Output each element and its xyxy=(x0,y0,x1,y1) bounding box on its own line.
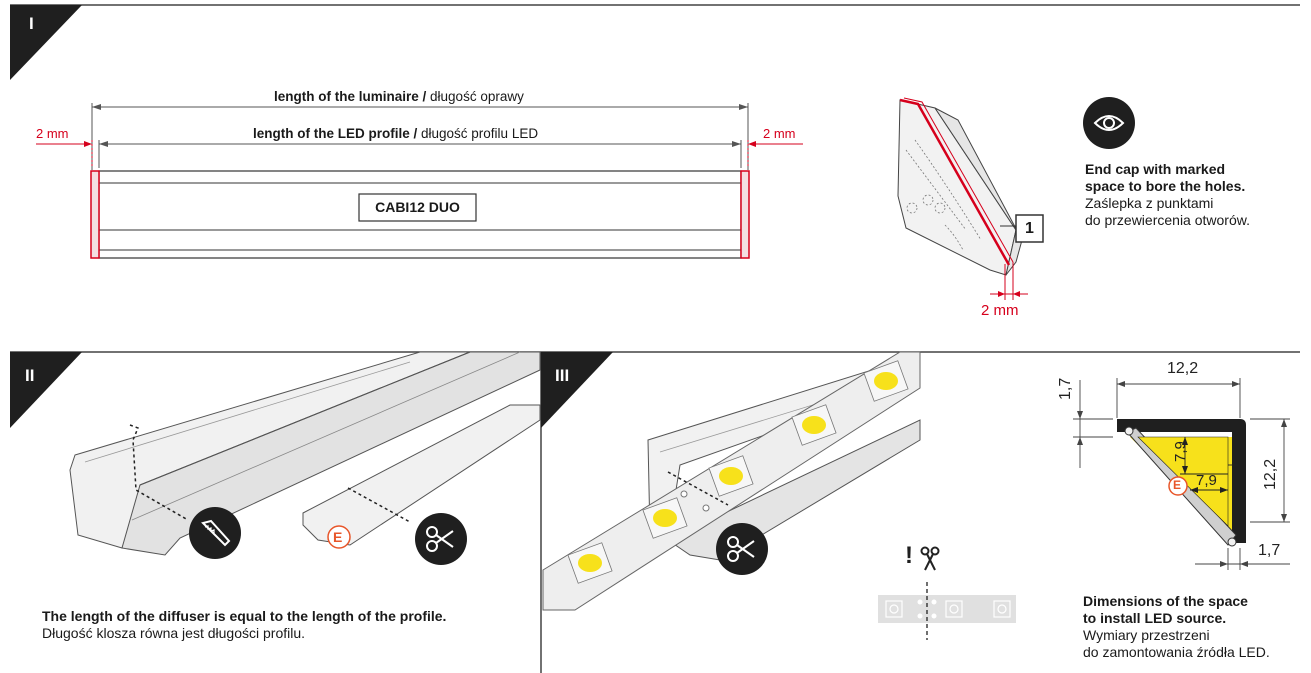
luminaire-length-label: length of the luminaire / długość oprawy xyxy=(274,89,524,104)
end-cap-left xyxy=(90,170,100,259)
product-name: CABI12 DUO xyxy=(375,199,460,215)
section-tab-iii xyxy=(541,352,613,428)
e-marker-iii: E xyxy=(1173,478,1182,492)
section-tab-i xyxy=(10,5,82,80)
scissors-icon-iii xyxy=(716,523,768,575)
section-number-iii: III xyxy=(555,366,570,385)
eye-icon xyxy=(1083,97,1135,149)
dim-led-height: 7,9 xyxy=(1172,441,1189,462)
callout-number: 1 xyxy=(1025,220,1034,237)
dim-wall-top: 1,7 xyxy=(1057,377,1074,400)
scissors-icon xyxy=(415,513,467,565)
section-number-ii: II xyxy=(25,366,35,385)
e-marker-ii: E xyxy=(333,529,343,545)
end-cap-right xyxy=(740,170,750,259)
saw-icon xyxy=(189,507,241,559)
diffuser-caption: The length of the diffuser is equal to t… xyxy=(42,608,447,641)
section-number-i: I xyxy=(29,14,34,33)
endcap-gap-label: 2 mm xyxy=(981,302,1019,319)
section-tab-ii xyxy=(10,352,82,428)
dim-wall-bottom: 1,7 xyxy=(1258,542,1281,559)
endcap-caption: End cap with marked space to bore the ho… xyxy=(1085,161,1250,228)
dim-led-width: 7,9 xyxy=(1196,472,1217,489)
dimensions-caption: Dimensions of the space to install LED s… xyxy=(1083,593,1270,660)
dim-right-height: 12,2 xyxy=(1262,458,1279,490)
dim-top-width: 12,2 xyxy=(1167,360,1199,377)
gap-right-label: 2 mm xyxy=(763,126,796,141)
profile-length-label: length of the LED profile / długość prof… xyxy=(253,126,539,141)
cut-warning-mark: ! xyxy=(905,542,913,569)
gap-left-label: 2 mm xyxy=(36,126,69,141)
